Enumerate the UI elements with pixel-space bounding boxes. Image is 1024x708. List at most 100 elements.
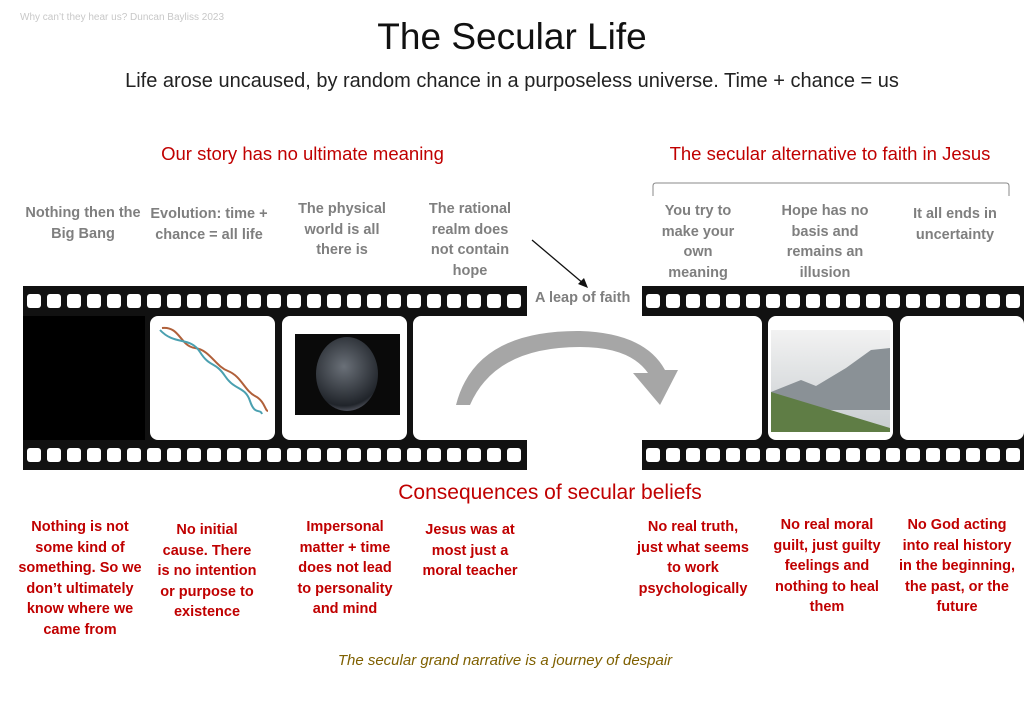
perforation-hole [467, 294, 481, 308]
perforation-hole [447, 448, 461, 462]
perforation-hole [646, 448, 660, 462]
perforation-hole [147, 448, 161, 462]
perforation-hole [287, 448, 301, 462]
perforation-hole [946, 448, 960, 462]
perforation-hole [846, 448, 860, 462]
perforation-hole [906, 294, 920, 308]
perforation-hole [886, 448, 900, 462]
perforation-hole [746, 294, 760, 308]
perforation-hole [806, 448, 820, 462]
perforation-hole [826, 448, 840, 462]
perforations-top [642, 294, 1024, 308]
perforation-hole [247, 294, 261, 308]
perforation-hole [1006, 294, 1020, 308]
perforation-hole [367, 294, 381, 308]
slide-subtitle: Life arose uncaused, by random chance in… [125, 70, 899, 92]
perforation-hole [407, 294, 421, 308]
perforation-hole [986, 448, 1000, 462]
perforation-hole [686, 294, 700, 308]
perforation-hole [207, 448, 221, 462]
perforations-bottom [642, 448, 1024, 462]
perforation-hole [427, 448, 441, 462]
leap-of-faith-label: A leap of faith [535, 290, 631, 306]
perforation-hole [646, 294, 660, 308]
leap-arrow-icon [456, 330, 678, 405]
perforation-hole [287, 294, 301, 308]
perforation-hole [227, 294, 241, 308]
perforation-hole [786, 448, 800, 462]
perforation-hole [27, 448, 41, 462]
perforation-hole [866, 448, 880, 462]
globe-photo [295, 334, 400, 415]
consequence-5: No real truth, just what seems to work p… [636, 519, 749, 597]
perforation-hole [187, 294, 201, 308]
frame-empty-last [900, 316, 1024, 440]
slide-title: The Secular Life [377, 16, 647, 57]
perforations-top [23, 294, 527, 308]
perforation-hole [487, 448, 501, 462]
perforation-hole [966, 294, 980, 308]
perforation-hole [247, 448, 261, 462]
credit-text: Why can’t they hear us? Duncan Bayliss 2… [20, 12, 224, 23]
frame-dna [150, 316, 275, 440]
perforations-bottom [23, 448, 527, 462]
perforation-hole [347, 448, 361, 462]
perforation-hole [886, 294, 900, 308]
perforation-hole [207, 294, 221, 308]
perforation-hole [147, 294, 161, 308]
perforation-hole [227, 448, 241, 462]
perforation-hole [367, 448, 381, 462]
perforation-hole [347, 294, 361, 308]
perforation-hole [666, 448, 680, 462]
consequences-heading: Consequences of secular beliefs [398, 481, 702, 504]
perforation-hole [127, 448, 141, 462]
right-heading: The secular alternative to faith in Jesu… [669, 143, 991, 164]
caption-7: It all ends in uncertainty [913, 206, 997, 243]
perforation-hole [966, 448, 980, 462]
perforation-hole [487, 294, 501, 308]
frame-landscape [768, 316, 893, 440]
dna-helix-icon [159, 326, 269, 415]
perforation-hole [467, 448, 481, 462]
perforation-hole [766, 294, 780, 308]
perforation-hole [267, 448, 281, 462]
perforation-hole [107, 448, 121, 462]
perforation-hole [746, 448, 760, 462]
perforation-hole [926, 294, 940, 308]
perforation-hole [826, 294, 840, 308]
film-strip-left [23, 286, 538, 470]
consequence-7: No God acting into real history in the b… [899, 517, 1015, 615]
perforation-hole [167, 294, 181, 308]
perforation-hole [67, 448, 81, 462]
perforation-hole [167, 448, 181, 462]
perforation-hole [726, 294, 740, 308]
pointer-arrow-icon [531, 239, 588, 288]
caption-1: Nothing then the Big Bang [25, 205, 141, 242]
bracket [652, 182, 1010, 196]
perforation-hole [387, 294, 401, 308]
frame-globe [282, 316, 407, 440]
perforation-hole [187, 448, 201, 462]
perforation-hole [706, 294, 720, 308]
perforation-hole [307, 448, 321, 462]
film-strip-right [642, 286, 1024, 470]
consequence-6: No real moral guilt, just guilty feeling… [773, 517, 881, 615]
perforation-hole [407, 448, 421, 462]
caption-2: Evolution: time + chance = all life [150, 206, 268, 243]
perforation-hole [926, 448, 940, 462]
perforation-hole [387, 448, 401, 462]
perforation-hole [267, 294, 281, 308]
caption-6: Hope has no basis and remains an illusio… [781, 203, 869, 281]
perforation-hole [87, 294, 101, 308]
consequence-2: No initial cause. There is no intention … [157, 522, 257, 620]
perforation-hole [906, 448, 920, 462]
footer-tagline: The secular grand narrative is a journey… [337, 652, 673, 669]
perforation-hole [447, 294, 461, 308]
perforation-hole [427, 294, 441, 308]
consequence-3: Impersonal matter + time does not lead t… [297, 519, 393, 617]
perforation-hole [67, 294, 81, 308]
perforation-hole [327, 294, 341, 308]
perforation-hole [726, 448, 740, 462]
caption-3: The physical world is all there is [298, 201, 386, 258]
